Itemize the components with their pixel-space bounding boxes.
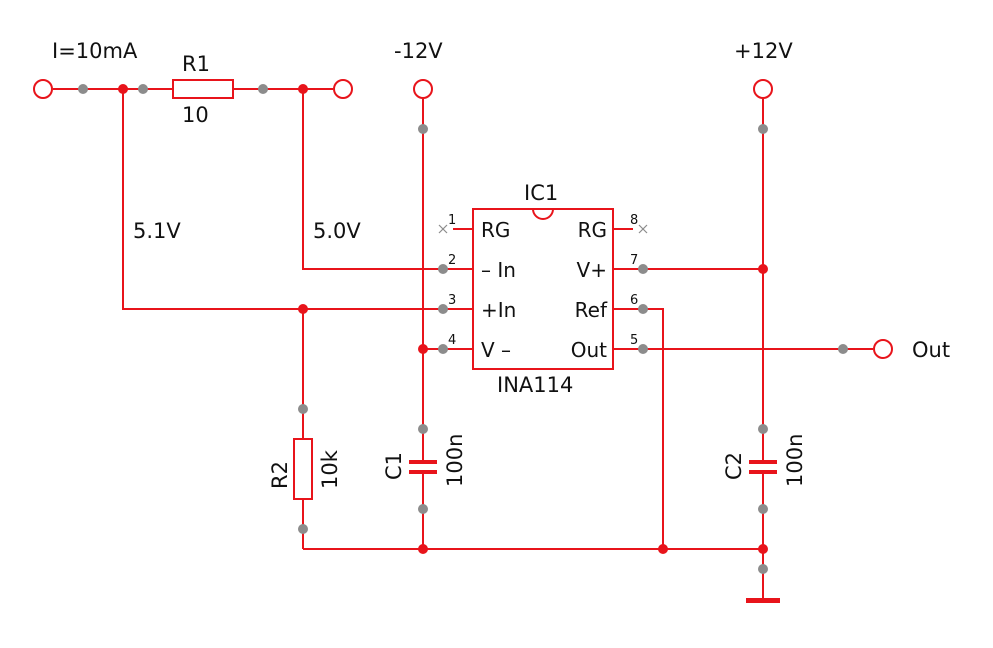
r1-value: 10 — [182, 103, 209, 127]
pin-point — [638, 304, 648, 314]
neg-supply-label: -12V — [394, 39, 443, 63]
terminal-neg-supply — [413, 79, 433, 99]
pin-name-4: V – — [481, 338, 511, 362]
no-connect-pin8 — [638, 224, 648, 234]
resistor-r1 — [172, 79, 234, 99]
pin-num-8: 8 — [630, 213, 638, 228]
junctions — [118, 84, 768, 554]
no-connect-pin1 — [438, 224, 448, 234]
pin-name-1: RG — [481, 218, 510, 242]
junction — [418, 344, 428, 354]
pin-point — [258, 84, 268, 94]
pin-point — [418, 424, 428, 434]
wires — [53, 88, 873, 600]
ic-notch — [532, 208, 554, 220]
pin-point — [638, 264, 648, 274]
pin-points — [78, 84, 848, 574]
r2-name: R2 — [268, 461, 292, 489]
junction — [298, 84, 308, 94]
terminal-current-out — [333, 79, 353, 99]
pin-point — [438, 264, 448, 274]
pin-point — [78, 84, 88, 94]
pin-point — [438, 304, 448, 314]
wire-node-5v0 — [302, 89, 443, 270]
terminal-pos-supply — [753, 79, 773, 99]
terminal-current-in — [33, 79, 53, 99]
pin-name-6: Ref — [575, 298, 608, 322]
pin-name-3: +In — [481, 298, 516, 322]
pin-num-2: 2 — [448, 253, 456, 268]
node-5v1-label: 5.1V — [133, 219, 181, 243]
pin-point — [758, 124, 768, 134]
pin-point — [438, 344, 448, 354]
pin-num-4: 4 — [448, 333, 456, 348]
current-source-label: I=10mA — [52, 39, 138, 63]
pin-num-6: 6 — [630, 293, 638, 308]
pin-num-5: 5 — [630, 333, 638, 348]
ic-part: INA114 — [497, 373, 573, 397]
capacitor-c2 — [749, 460, 777, 474]
pin-name-2: – In — [481, 258, 516, 282]
c2-value: 100n — [783, 434, 807, 487]
resistor-r2 — [293, 438, 313, 500]
pin-point — [418, 124, 428, 134]
terminal-out — [873, 339, 893, 359]
wire-pin6-ref — [613, 308, 664, 549]
pos-supply-label: +12V — [734, 39, 793, 63]
pin-point — [298, 404, 308, 414]
pin-point — [138, 84, 148, 94]
pin-point — [418, 504, 428, 514]
pin-name-8: RG — [578, 218, 607, 242]
pin-point — [298, 524, 308, 534]
pin-name-7: V+ — [577, 258, 607, 282]
ic-name: IC1 — [524, 181, 558, 205]
c2-name: C2 — [722, 452, 746, 480]
pin-num-1: 1 — [448, 213, 456, 228]
pin-point — [758, 424, 768, 434]
pin-point — [638, 344, 648, 354]
junction — [118, 84, 128, 94]
c1-name: C1 — [382, 452, 406, 480]
pin-name-5: Out — [571, 338, 607, 362]
pin-num-3: 3 — [448, 293, 456, 308]
junction — [758, 544, 768, 554]
junction — [758, 264, 768, 274]
pin-point — [758, 564, 768, 574]
ic-body — [472, 208, 614, 370]
pin-point — [758, 504, 768, 514]
r2-value: 10k — [318, 449, 342, 489]
c1-value: 100n — [443, 434, 467, 487]
pin-num-7: 7 — [630, 253, 638, 268]
wire-node-5v1 — [122, 89, 443, 310]
ground-symbol — [746, 598, 780, 603]
junction — [418, 544, 428, 554]
out-label: Out — [912, 338, 950, 362]
pin-point — [838, 344, 848, 354]
junction — [658, 544, 668, 554]
r1-name: R1 — [182, 52, 210, 76]
capacitor-c1 — [409, 460, 437, 474]
node-5v0-label: 5.0V — [313, 219, 361, 243]
junction — [298, 304, 308, 314]
